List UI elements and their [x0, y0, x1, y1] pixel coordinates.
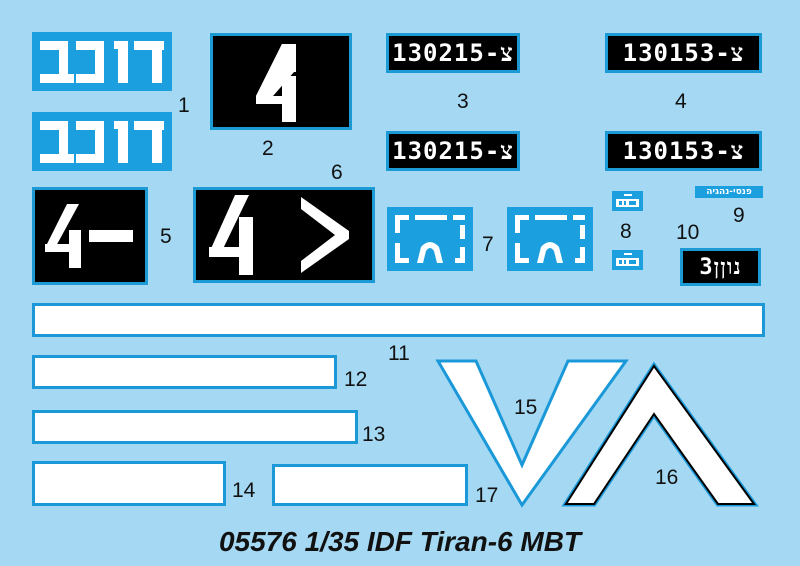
decal-10: 3נוןן [680, 248, 761, 286]
plate-number: 130215-צ [392, 38, 514, 67]
tag-icon [616, 194, 639, 207]
decal-2 [210, 33, 352, 130]
decal-label-15: 15 [514, 396, 538, 419]
four-chevron-icon [209, 195, 349, 275]
decal-1-top [32, 32, 172, 91]
decal-label-7: 7 [482, 233, 494, 256]
four-dash-icon [45, 204, 133, 268]
hebrew-text-icon [40, 40, 164, 83]
decal-12-stripe [32, 355, 337, 389]
decal-label-17: 17 [475, 484, 499, 507]
decal-4-top: 130153-צ [605, 33, 762, 73]
decal-label-2: 2 [262, 137, 274, 160]
decal-4-bottom: 130153-צ [605, 131, 762, 171]
decal-3-bottom: 130215-צ [386, 131, 520, 171]
decal-label-13: 13 [362, 423, 386, 446]
decal-5 [32, 187, 148, 285]
decal-label-9: 9 [733, 204, 745, 227]
plate-number: 130153-צ [622, 38, 745, 67]
decal-7-left [387, 207, 473, 271]
sheet-title: 05576 1/35 IDF Tiran-6 MBT [218, 526, 582, 557]
decal-label-10: 10 [676, 221, 700, 244]
decal-label-4: 4 [675, 90, 687, 113]
decal-6 [193, 187, 375, 283]
decal-11-stripe [32, 303, 765, 337]
decal-9: פנסי-נהגיה [695, 186, 763, 198]
decal-17-stripe [272, 464, 468, 506]
decal-13-stripe [32, 410, 358, 444]
decal-label-16: 16 [655, 466, 679, 489]
decal-1-bottom [32, 112, 172, 171]
decal-label-11: 11 [388, 342, 410, 365]
decal-label-6: 6 [331, 161, 343, 184]
decal-3-top: 130215-צ [386, 33, 520, 73]
decal-label-14: 14 [232, 479, 256, 502]
plate-number: 130215-צ [392, 136, 514, 165]
decal-16-chevron-up [561, 361, 759, 507]
hebrew-text-icon [40, 120, 164, 163]
decal-15-chevron-v [435, 359, 629, 508]
decal-label-3: 3 [457, 90, 469, 113]
decal-8-top [612, 191, 643, 211]
decal-label-1: 1 [178, 94, 190, 117]
decal-7-right [507, 207, 593, 271]
plate-number: 130153-צ [622, 136, 745, 165]
bracket-emblem-icon [515, 215, 585, 263]
bracket-emblem-icon [395, 215, 465, 263]
decal-8-bottom [612, 250, 643, 270]
decal-14-stripe [32, 461, 226, 506]
decal-label-8: 8 [620, 220, 632, 243]
decal-10-text: 3נוןן [699, 255, 742, 280]
decal-9-text: פנסי-נהגיה [706, 187, 752, 197]
decal-label-12: 12 [344, 368, 368, 391]
tag-icon [616, 253, 639, 266]
stencil-four-icon [256, 43, 296, 122]
decal-label-5: 5 [160, 225, 172, 248]
